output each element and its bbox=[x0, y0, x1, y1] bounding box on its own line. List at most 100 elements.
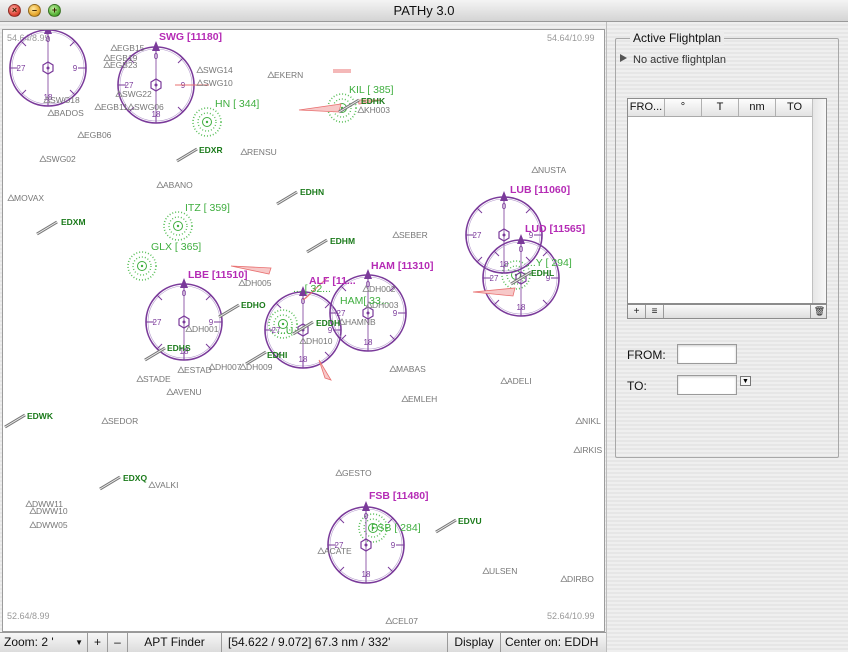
zoom-in-button[interactable]: + bbox=[88, 633, 108, 652]
zoom-out-button[interactable]: – bbox=[108, 633, 128, 652]
waypoint-label: DH003 bbox=[372, 300, 399, 310]
airport-label[interactable]: EDHK bbox=[361, 96, 386, 106]
waypoint-label: DWW05 bbox=[36, 520, 68, 530]
panel-divider bbox=[606, 22, 607, 652]
vor-label[interactable]: LBE [11510] bbox=[188, 269, 248, 281]
map-status-bar: Zoom: 2 ' ▼ + – APT Finder [54.622 / 9.0… bbox=[0, 632, 606, 652]
window-title-bar: × – + PATHy 3.0 bbox=[0, 0, 848, 22]
center-on-readout[interactable]: Center on: EDDH bbox=[505, 635, 599, 649]
airport-label[interactable]: EDXM bbox=[61, 217, 86, 227]
airport-label[interactable]: EDXR bbox=[199, 145, 223, 155]
ndb-label[interactable]: HN [ 344] bbox=[215, 98, 259, 110]
airport-label[interactable]: EDHN bbox=[300, 187, 324, 197]
vor-label[interactable]: LUB [11060] bbox=[510, 184, 570, 196]
ndb-label[interactable]: ITZ [ 359] bbox=[185, 202, 230, 214]
ndb-label[interactable]: ...Y [ 294] bbox=[527, 257, 572, 269]
add-waypoint-button[interactable]: + bbox=[628, 305, 646, 318]
from-input[interactable] bbox=[677, 344, 737, 364]
zoom-select[interactable]: Zoom: 2 ' ▼ bbox=[0, 633, 88, 652]
vor-label[interactable]: SWG [11180] bbox=[159, 31, 222, 43]
flightplan-table-buttons: + ≡ 🗑 bbox=[627, 304, 827, 319]
waypoint-label: DH005 bbox=[245, 278, 272, 288]
column-header-track[interactable]: T bbox=[702, 99, 739, 116]
waypoint-label: RENSU bbox=[247, 147, 277, 157]
table-scrollbar[interactable] bbox=[812, 99, 826, 303]
airport-edhm-icon[interactable] bbox=[305, 238, 329, 254]
airport-edxq-icon[interactable] bbox=[98, 475, 122, 491]
column-header-to[interactable]: TO bbox=[776, 99, 814, 116]
list-button[interactable]: ≡ bbox=[646, 305, 664, 318]
airport-label[interactable]: EDHO bbox=[241, 300, 266, 310]
waypoint-label: EGB23 bbox=[110, 60, 138, 70]
airport-label[interactable]: EDWK bbox=[27, 411, 54, 421]
vor-fsb-rose-icon[interactable] bbox=[327, 500, 405, 584]
column-header-from[interactable]: FRO... bbox=[628, 99, 665, 116]
map-view[interactable]: 0 9 18 27 54.64/8.99 54.64/ bbox=[2, 29, 605, 632]
to-input[interactable] bbox=[677, 375, 737, 395]
airport-edhk-icon[interactable] bbox=[337, 98, 361, 114]
waypoint-label: EKERN bbox=[274, 70, 303, 80]
vor-label[interactable]: ALF [11... bbox=[309, 275, 356, 287]
apt-finder-button[interactable]: APT Finder bbox=[128, 633, 222, 652]
flightplan-table[interactable]: FRO... ° T nm TO bbox=[627, 98, 827, 304]
waypoint-label: DWW11 bbox=[32, 499, 63, 509]
airport-label[interactable]: EDHI bbox=[267, 350, 287, 360]
airport-edhn-icon[interactable] bbox=[275, 190, 299, 206]
airport-edwk-icon[interactable] bbox=[3, 413, 27, 429]
waypoint-label: DH007 bbox=[215, 362, 242, 372]
airport-label[interactable]: EDXQ bbox=[123, 473, 147, 483]
minimize-window-button[interactable]: – bbox=[28, 4, 41, 17]
waypoint-label: SWG18 bbox=[50, 95, 80, 105]
airport-label[interactable]: EDVU bbox=[458, 516, 482, 526]
waypoint-label: DH002 bbox=[369, 284, 396, 294]
map-corner-bottom-left: 52.64/8.99 bbox=[7, 611, 50, 621]
ndb-hn-icon[interactable] bbox=[192, 107, 222, 137]
ndb-glx-icon[interactable] bbox=[127, 251, 157, 281]
zoom-value: Zoom: 2 ' bbox=[4, 635, 54, 649]
ndb-label[interactable]: ... [ 32... bbox=[293, 283, 331, 295]
waypoint-label: DH010 bbox=[306, 336, 333, 346]
airport-edhs-icon[interactable] bbox=[143, 346, 167, 362]
zoom-window-button[interactable]: + bbox=[48, 4, 61, 17]
waypoint-label: MOVAX bbox=[14, 193, 44, 203]
waypoint-label: ABANO bbox=[163, 180, 193, 190]
waypoint-label: EGB15 bbox=[117, 43, 145, 53]
waypoint-label: DH009 bbox=[246, 362, 273, 372]
waypoint-label: SWG02 bbox=[46, 154, 76, 164]
waypoint-label: VALKI bbox=[155, 480, 178, 490]
waypoint-label: NIKL bbox=[582, 416, 601, 426]
window-title: PATHy 3.0 bbox=[393, 3, 455, 18]
airport-edvu-icon[interactable] bbox=[434, 518, 458, 534]
ndb-label[interactable]: ...U bbox=[277, 325, 293, 337]
waypoint-label: SEBER bbox=[399, 230, 428, 240]
vor-label[interactable]: HAM [11310] bbox=[371, 260, 433, 272]
to-dropdown-icon[interactable]: ▼ bbox=[740, 376, 751, 386]
ndb-label[interactable]: FSB [ 284] bbox=[371, 522, 421, 534]
airport-label[interactable]: EDHS bbox=[167, 343, 191, 353]
airport-edxm-icon[interactable] bbox=[35, 220, 59, 236]
display-button[interactable]: Display bbox=[448, 633, 501, 652]
close-window-button[interactable]: × bbox=[8, 4, 21, 17]
waypoint-label: ADELI bbox=[507, 376, 532, 386]
vor-label[interactable]: FSB [11480] bbox=[369, 490, 429, 502]
airport-edho-icon[interactable] bbox=[217, 303, 241, 319]
airport-label[interactable]: EDHM bbox=[330, 236, 355, 246]
ndb-itz-icon[interactable] bbox=[163, 211, 193, 241]
ndb-label[interactable]: HAM[ 33... bbox=[340, 295, 390, 307]
airport-edxr-icon[interactable] bbox=[175, 147, 199, 163]
flightplan-table-header: FRO... ° T nm TO bbox=[628, 99, 814, 117]
trash-icon[interactable]: 🗑 bbox=[810, 305, 828, 318]
airport-label[interactable]: EDDH bbox=[316, 318, 340, 328]
airport-label[interactable]: EDHL bbox=[531, 268, 554, 278]
flightplan-status[interactable]: No active flightplan bbox=[620, 54, 726, 66]
ndb-label[interactable]: KIL [ 385] bbox=[349, 84, 394, 96]
map-corner-top-right: 54.64/10.99 bbox=[547, 33, 595, 43]
waypoint-label: MABAS bbox=[396, 364, 426, 374]
disclosure-triangle-icon[interactable] bbox=[620, 54, 627, 62]
column-header-heading[interactable]: ° bbox=[665, 99, 702, 116]
vor-label[interactable]: LUD [11565] bbox=[525, 223, 585, 235]
column-header-distance[interactable]: nm bbox=[739, 99, 776, 116]
waypoint-label: DIRBO bbox=[567, 574, 594, 584]
ndb-label[interactable]: GLX [ 365] bbox=[151, 241, 201, 253]
waypoint-label: DH001 bbox=[192, 324, 219, 334]
